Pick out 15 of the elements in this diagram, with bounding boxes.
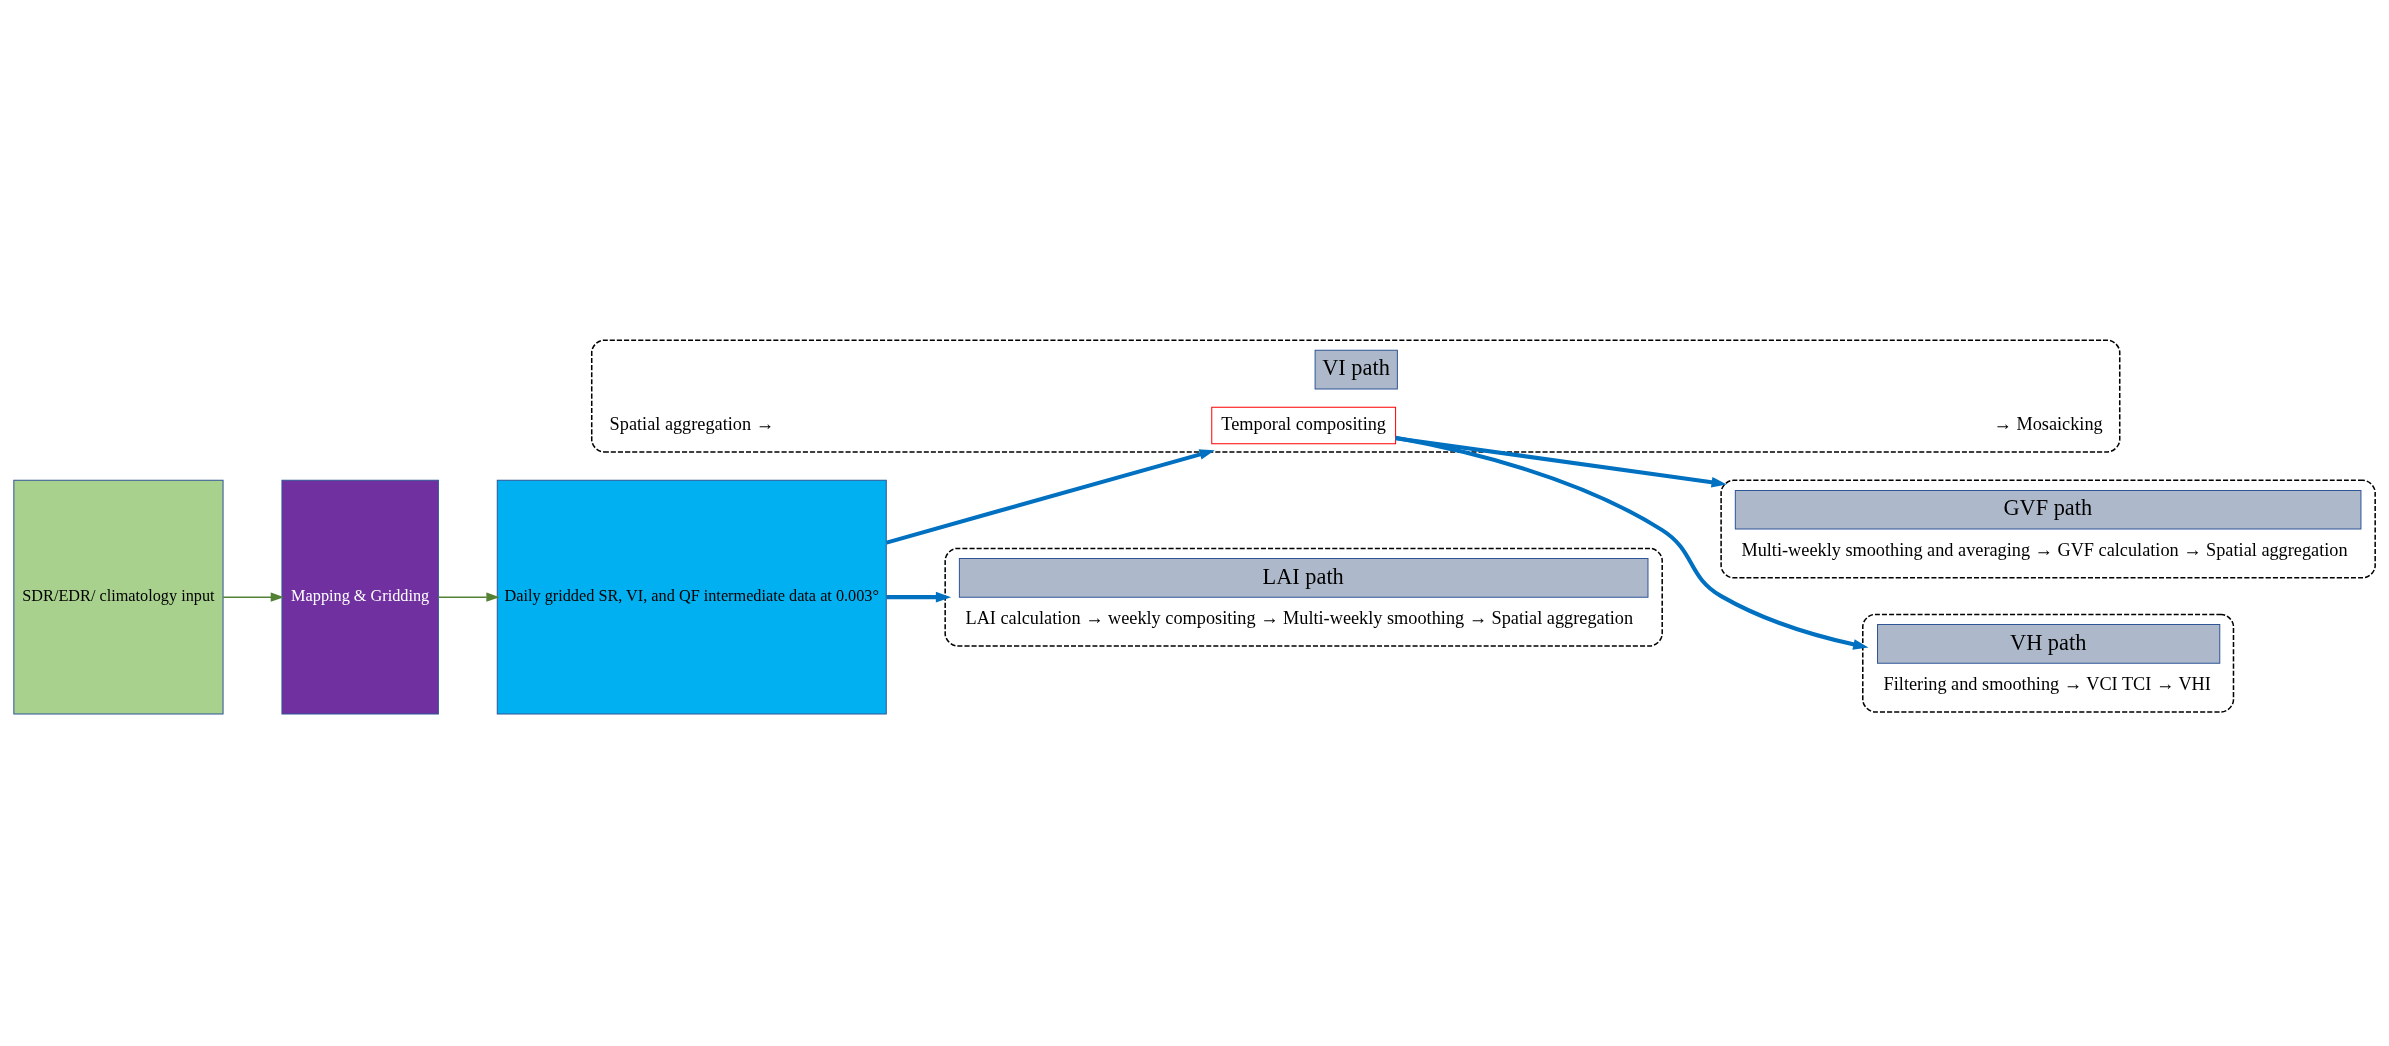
arrow [222, 592, 284, 602]
node-box: VH path Filtering and smoothing → VCI TCI → VHI [1862, 613, 2235, 713]
node-box: LAI path LAI calculation → weekly compositing → Multi-weekly smoothing → Spatial aggregation [944, 547, 1663, 647]
arrow [886, 591, 952, 603]
node-box: SDR/EDR/ climatology input [13, 479, 224, 715]
arrow [1395, 436, 1727, 488]
arrow [1395, 435, 1869, 650]
node-box: Temporal compositing [1211, 406, 1397, 445]
label: → Mosaicking [1993, 413, 2103, 434]
label: Spatial aggregation → [609, 413, 774, 434]
node-box: Daily gridded SR, VI, and QF intermediate data at 0.003° [496, 479, 887, 715]
node-box: Mapping & Gridding [281, 479, 439, 715]
arrow [886, 449, 1215, 545]
arrow [437, 592, 500, 602]
node-box: GVF path Multi-weekly smoothing and averaging → GVF calculation → Spatial aggregation [1720, 479, 2376, 579]
